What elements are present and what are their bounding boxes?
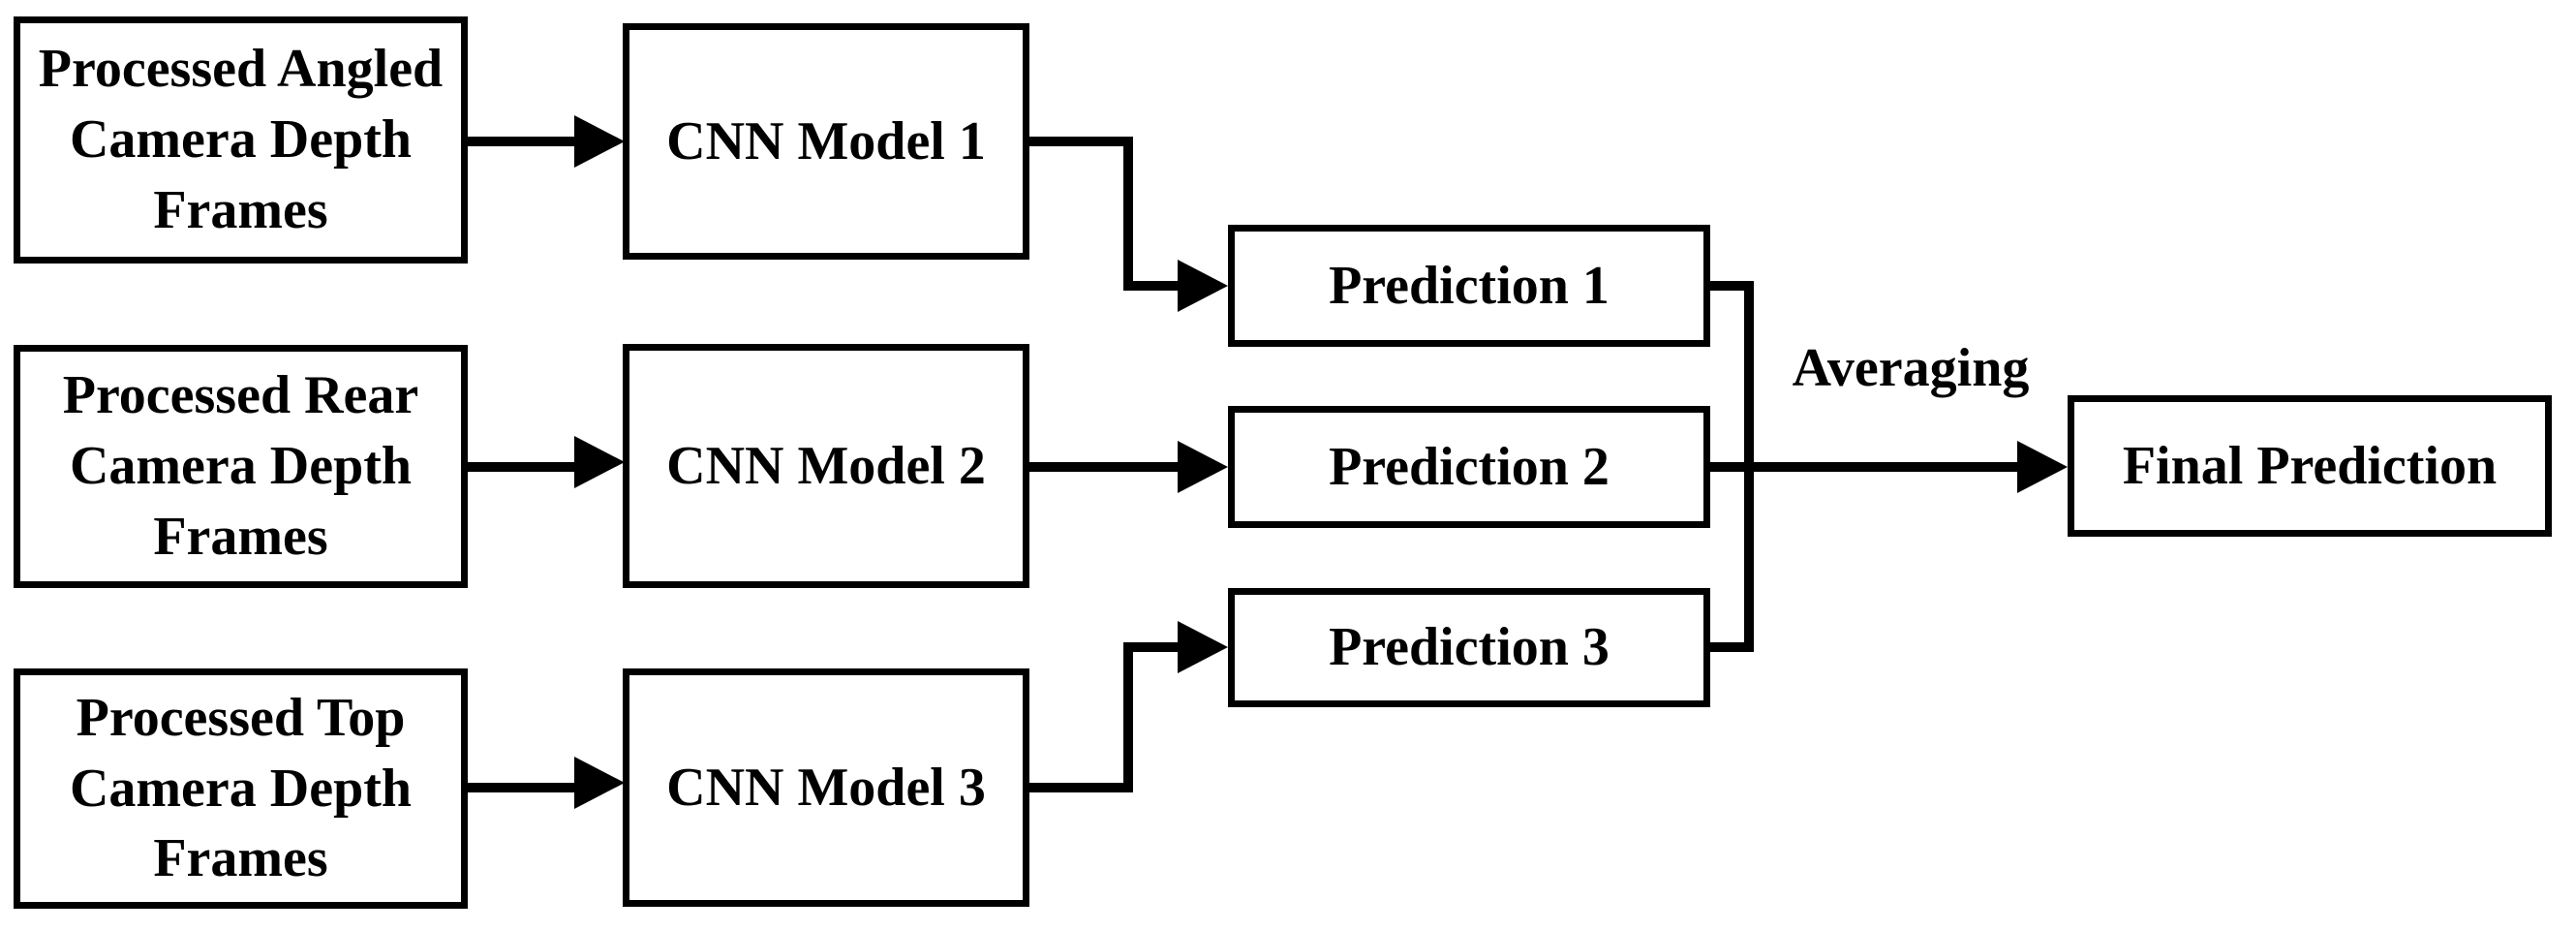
node-cnn-model-3-label: CNN Model 3 xyxy=(666,757,986,818)
edge-cnn1-pred1-vertical xyxy=(1123,137,1133,291)
edge-cnn3-pred3-vertical xyxy=(1123,642,1133,792)
node-input-rear-label: Processed Rear Camera Depth Frames xyxy=(62,365,419,567)
node-cnn-model-1-box: CNN Model 1 xyxy=(623,23,1029,260)
arrowhead-pred2-icon xyxy=(1178,441,1228,493)
arrowhead-final-icon xyxy=(2017,441,2068,493)
arrowhead-cnn3-icon xyxy=(574,757,625,809)
node-cnn-model-2-box: CNN Model 2 xyxy=(623,344,1029,588)
edge-pred3-junction-stub xyxy=(1705,642,1754,652)
edge-cnn2-pred2-shaft xyxy=(1023,462,1180,472)
node-prediction-1-box: Prediction 1 xyxy=(1228,225,1710,347)
node-prediction-3-label: Prediction 3 xyxy=(1329,617,1610,678)
edge-pred1-junction-stub xyxy=(1705,281,1754,291)
arrowhead-pred1-icon xyxy=(1178,260,1228,312)
node-prediction-3-box: Prediction 3 xyxy=(1228,588,1710,707)
edge-input-angled-cnn1-shaft xyxy=(468,137,580,146)
edge-cnn3-pred3-h1 xyxy=(1023,783,1133,792)
node-final-prediction-box: Final Prediction xyxy=(2068,395,2552,537)
node-input-angled-label: Processed Angled Camera Depth Frames xyxy=(38,39,444,240)
edge-input-top-cnn3-shaft xyxy=(468,783,580,792)
node-prediction-1-label: Prediction 1 xyxy=(1329,255,1610,316)
node-input-top-box: Processed Top Camera Depth Frames xyxy=(14,668,468,909)
edge-cnn3-pred3-h2 xyxy=(1123,642,1180,652)
arrowhead-pred3-icon xyxy=(1178,621,1228,673)
node-input-top-label: Processed Top Camera Depth Frames xyxy=(69,687,413,889)
edge-cnn1-pred1-h1 xyxy=(1023,137,1133,146)
arrowhead-cnn1-icon xyxy=(574,115,625,168)
node-input-angled-box: Processed Angled Camera Depth Frames xyxy=(14,16,468,264)
node-cnn-model-2-label: CNN Model 2 xyxy=(666,435,986,496)
node-cnn-model-1-label: CNN Model 1 xyxy=(666,110,986,171)
node-prediction-2-label: Prediction 2 xyxy=(1329,436,1610,497)
edge-input-rear-cnn2-shaft xyxy=(468,462,580,472)
node-final-prediction-label: Final Prediction xyxy=(2122,435,2498,496)
node-input-rear-box: Processed Rear Camera Depth Frames xyxy=(14,345,468,588)
averaging-label: Averaging xyxy=(1792,338,2030,398)
node-cnn-model-3-box: CNN Model 3 xyxy=(623,668,1029,907)
node-prediction-2-box: Prediction 2 xyxy=(1228,406,1710,528)
arrowhead-cnn2-icon xyxy=(574,436,625,488)
edge-cnn1-pred1-h2 xyxy=(1123,281,1180,291)
edge-junction-final-shaft xyxy=(1705,462,2021,472)
